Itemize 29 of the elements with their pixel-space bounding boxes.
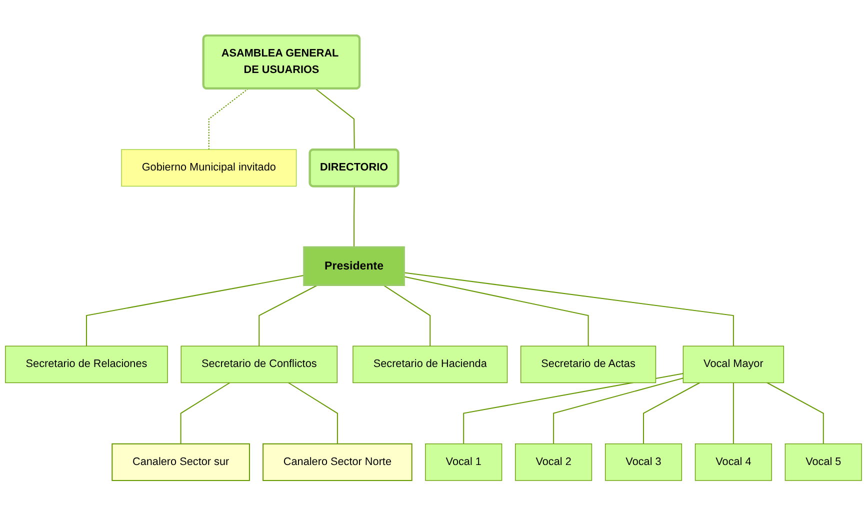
node-box: Secretario de Hacienda [352,346,508,384]
node-box: Secretario de Conflictos [180,346,338,384]
node-box: Gobierno Municipal invitado [121,149,297,187]
node-box: Vocal 2 [515,444,592,481]
connector [766,382,824,444]
connector [463,373,684,444]
node-box: Presidente [303,246,405,286]
connector [208,88,248,150]
connector [404,276,589,346]
node-box: Vocal Mayor [682,346,784,384]
node-box: Vocal 3 [604,444,682,481]
node-box: Secretario de Actas [520,346,656,384]
connector [732,382,734,444]
connector [553,378,684,444]
connector [180,382,230,444]
node-box: Canalero Sector Norte [262,443,412,482]
connector [258,284,318,346]
connector [643,382,700,444]
connector [382,284,431,346]
node-box: Secretario de Relaciones [5,346,168,384]
node-box: Vocal 4 [694,444,772,481]
connector [288,382,338,444]
connector [404,272,734,346]
connector [315,88,355,150]
node-box: Vocal 1 [425,444,502,481]
node-box: Vocal 5 [784,444,862,481]
node-box: Canalero Sector sur [112,443,250,482]
connector [86,274,304,346]
connector [354,186,355,248]
